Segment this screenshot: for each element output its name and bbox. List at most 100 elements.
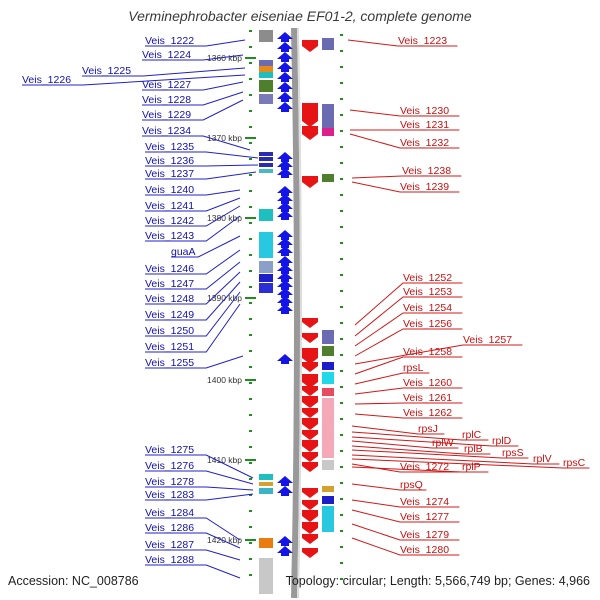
left-leader-line	[145, 39, 246, 47]
right-leader-line	[351, 458, 590, 469]
red-gene-arrow	[302, 418, 318, 430]
tick-dot	[249, 46, 252, 48]
tick-dot	[249, 126, 252, 128]
left-leader-line	[145, 261, 241, 290]
feature-track-block	[322, 174, 334, 182]
blue-gene-arrow	[277, 92, 293, 102]
kbp-label: 1400 kbp	[207, 375, 242, 385]
map-title: Verminephrobacter eiseniae EF01-2, compl…	[128, 8, 472, 24]
feature-track-block	[259, 488, 273, 494]
left-leader-line	[145, 271, 241, 305]
kbp-label: 1380 kbp	[207, 213, 242, 223]
tick-dot	[249, 542, 252, 544]
left-leader-line	[142, 99, 244, 121]
red-gene-arrow	[302, 548, 318, 558]
kbp-tick	[245, 539, 256, 541]
right-leader-line	[354, 282, 463, 326]
right-leader-line	[354, 402, 463, 405]
tick-dot	[340, 274, 343, 276]
tick-dot	[249, 270, 252, 272]
tick-dot	[340, 338, 343, 340]
left-gene-label: Veis_1226	[22, 74, 71, 86]
tick-dot	[249, 462, 252, 464]
tick-dot	[249, 510, 252, 512]
right-gene-label: rplW	[432, 437, 454, 449]
tick-dot	[340, 242, 343, 244]
red-gene-arrow	[302, 333, 318, 343]
kbp-label: 1420 kbp	[207, 535, 242, 545]
right-leader-line	[354, 312, 463, 347]
red-gene-arrow	[302, 176, 318, 188]
tick-dot	[249, 430, 252, 432]
left-gene-label: Veis_1240	[145, 184, 194, 196]
blue-gene-arrow	[277, 354, 293, 364]
left-gene-label: guaA	[171, 246, 196, 258]
tick-dot	[340, 34, 343, 36]
tick-dot	[340, 114, 343, 116]
tick-dot	[340, 146, 343, 148]
blue-gene-arrow	[277, 186, 293, 196]
tick-dot	[340, 450, 343, 452]
left-leader-line	[145, 171, 257, 180]
red-gene-arrow	[302, 103, 318, 127]
right-leader-line	[351, 175, 462, 179]
left-gene-label: Veis_1276	[145, 460, 194, 472]
right-leader-line	[354, 328, 463, 357]
tick-dot	[340, 178, 343, 180]
red-gene-arrow	[302, 348, 318, 364]
tick-dot	[249, 142, 252, 144]
tick-dot	[249, 158, 252, 160]
tick-dot	[340, 370, 343, 372]
red-gene-arrow	[302, 318, 318, 328]
tick-dot	[249, 174, 252, 176]
feature-track-block	[259, 232, 273, 258]
left-gene-label: Veis_1248	[145, 293, 194, 305]
kbp-label: 1410 kbp	[207, 455, 242, 465]
kbp-tick	[245, 57, 256, 59]
blue-gene-arrow	[277, 272, 293, 282]
feature-track-block	[259, 157, 273, 161]
feature-track-block	[259, 474, 273, 480]
right-gene-label: Veis_1279	[400, 529, 449, 541]
feature-track-block	[259, 169, 273, 173]
right-leader-line	[354, 296, 463, 337]
tick-dot	[340, 418, 343, 420]
kbp-tick	[245, 379, 256, 381]
blue-gene-arrow	[277, 536, 293, 546]
right-leader-line	[351, 436, 519, 447]
kbp-tick	[245, 217, 256, 219]
left-gene-label: Veis_1228	[142, 94, 191, 106]
tick-dot	[249, 110, 252, 112]
right-leader-line	[351, 445, 491, 455]
right-gene-label: Veis_1280	[400, 544, 449, 556]
tick-dot	[249, 78, 252, 80]
left-gene-label: Veis_1224	[142, 49, 191, 61]
tick-dot	[249, 30, 252, 32]
tick-dot	[340, 546, 343, 548]
left-gene-label: Veis_1255	[145, 357, 194, 369]
tick-dot	[249, 190, 252, 192]
right-leader-line	[351, 463, 460, 473]
right-leader-line	[351, 425, 445, 435]
right-leader-line	[351, 523, 460, 541]
red-gene-arrow	[302, 488, 318, 498]
left-gene-label: Veis_1222	[145, 35, 194, 47]
right-gene-label: Veis_1257	[463, 334, 512, 346]
left-gene-label: Veis_1234	[142, 125, 191, 137]
left-leader-line	[145, 205, 241, 227]
kbp-label: 1370 kbp	[207, 133, 242, 143]
left-gene-label: Veis_1229	[142, 109, 191, 121]
topology-text: Topology: circular; Length: 5,566,749 bp…	[285, 574, 590, 588]
tick-dot	[340, 162, 343, 164]
right-leader-line	[354, 356, 463, 375]
tick-dot	[249, 318, 252, 320]
blue-gene-arrow	[277, 546, 293, 556]
left-leader-line	[145, 486, 254, 491]
feature-track-block	[322, 496, 334, 504]
tick-dot	[340, 354, 343, 356]
red-gene-arrow	[302, 500, 318, 510]
tick-dot	[340, 194, 343, 196]
tick-dot	[249, 574, 252, 576]
tick-dot	[249, 446, 252, 448]
blue-gene-arrow	[277, 296, 293, 306]
